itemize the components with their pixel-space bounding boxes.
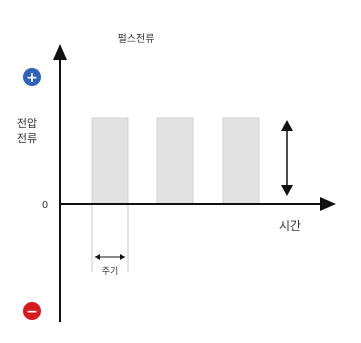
x-axis-label: 시간 bbox=[279, 219, 301, 233]
diagram-title: 펄스전류 bbox=[118, 33, 155, 45]
svg-text:+: + bbox=[26, 70, 38, 86]
pulse-group bbox=[91, 117, 260, 205]
y-axis-label-line1: 전압 bbox=[17, 117, 37, 130]
period-label: 주기 bbox=[102, 266, 119, 277]
positive-icon: + bbox=[23, 68, 41, 86]
x-axis-arrowhead bbox=[320, 197, 336, 211]
svg-text:−: − bbox=[26, 304, 38, 320]
amplitude-arrow bbox=[281, 120, 293, 196]
y-axis-label-line2: 전류 bbox=[17, 132, 37, 145]
pulse-2 bbox=[156, 117, 194, 205]
negative-icon: − bbox=[23, 302, 41, 320]
zero-label: 0 bbox=[42, 200, 48, 211]
pulse-1 bbox=[91, 117, 129, 205]
pulse-3 bbox=[222, 117, 260, 205]
y-axis-arrowhead bbox=[53, 44, 67, 60]
period-arrow bbox=[95, 254, 125, 260]
